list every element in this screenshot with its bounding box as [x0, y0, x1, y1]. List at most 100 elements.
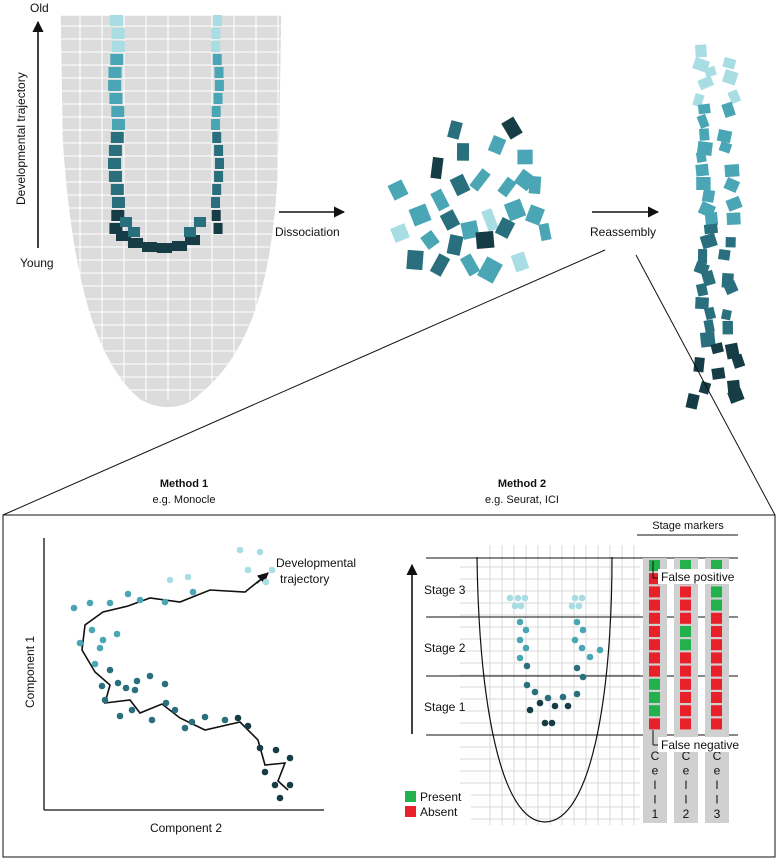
marker-absent-square	[711, 626, 722, 637]
axis-title: Developmental trajectory	[14, 72, 28, 205]
vascular-cell	[184, 227, 196, 237]
marker-absent-square	[649, 612, 660, 624]
method1-point	[113, 630, 121, 638]
vascular-cell	[116, 231, 131, 241]
reassembled-cell	[699, 331, 716, 348]
method2-point	[573, 618, 581, 626]
marker-absent-square	[649, 665, 660, 677]
vascular-cell	[213, 93, 223, 104]
dissociated-cell	[501, 116, 523, 140]
marker-absent-square	[680, 678, 691, 690]
false-positive-label: False positive	[661, 570, 735, 584]
vascular-cell	[110, 184, 124, 195]
method2-title: Method 2	[498, 478, 546, 490]
reassembled-cell	[697, 248, 708, 264]
reassembled-cell	[696, 113, 710, 129]
cell-label-letter: l	[685, 793, 688, 807]
method1-point	[272, 746, 280, 754]
method1-point	[161, 598, 169, 606]
dissociated-cell	[387, 179, 409, 201]
reassembled-cell	[700, 269, 716, 287]
method2-point	[573, 664, 581, 672]
vascular-cell	[214, 80, 224, 91]
reassembled-cell	[718, 141, 733, 154]
vascular-cell	[211, 106, 221, 117]
dissociated-cell	[446, 234, 464, 256]
method2-point	[579, 626, 587, 634]
marker-absent-square	[680, 718, 691, 730]
vascular-cell	[213, 15, 222, 26]
dissociated-cell	[430, 156, 444, 180]
reassembled-cell	[725, 195, 743, 212]
marker-absent-square	[649, 639, 660, 651]
marker-absent-square	[680, 705, 691, 717]
vascular-cell	[111, 28, 125, 39]
dissociated-cell	[449, 173, 471, 197]
method1-point	[99, 636, 107, 644]
method2-point	[548, 719, 556, 727]
reassembled-cell	[724, 164, 740, 178]
reassembled-cell	[696, 176, 711, 190]
legend-present-label: Present	[420, 790, 462, 804]
method2-point	[596, 646, 604, 654]
method2-point	[514, 594, 522, 602]
vascular-cell	[211, 41, 221, 52]
method1-point	[116, 712, 124, 720]
dissociated-cell	[460, 220, 480, 240]
vascular-cell	[111, 41, 125, 52]
cell-label-letter: C	[713, 749, 722, 763]
stage3-label: Stage 3	[424, 583, 466, 597]
vascular-cell	[212, 184, 222, 195]
method1-point	[146, 672, 154, 680]
method2-point	[571, 636, 579, 644]
legend-absent-label: Absent	[420, 805, 458, 819]
marker-absent-square	[649, 718, 660, 730]
method2-point	[516, 654, 524, 662]
dissociated-cell	[487, 134, 507, 156]
method1-title: Method 1	[160, 478, 208, 490]
cell-label-letter: 3	[714, 807, 721, 821]
reassembled-cell	[703, 65, 717, 78]
vascular-cell	[214, 145, 224, 156]
reassembled-cell	[699, 128, 710, 141]
reassembly-label: Reassembly	[590, 225, 656, 239]
stage1-label: Stage 1	[424, 700, 466, 714]
legend-absent-swatch	[405, 806, 416, 817]
dissociated-cell	[406, 249, 424, 271]
method1-point	[276, 794, 284, 802]
method1-point	[86, 599, 94, 607]
dissociated-cell	[525, 204, 545, 226]
method1-point	[201, 713, 209, 721]
reassembled-cell	[704, 211, 719, 226]
dissociated-cell	[538, 222, 552, 242]
method1-point	[96, 644, 104, 652]
vascular-cell	[157, 243, 172, 253]
reassembled-cell	[695, 44, 707, 58]
method2-panel: Method 2 e.g. Seurat, ICI Stage 3 Stage …	[397, 478, 753, 825]
method2-point	[575, 602, 583, 610]
developmental-axis: Old Young Developmental trajectory	[14, 1, 54, 270]
method1-point	[88, 626, 96, 634]
method2-subtitle: e.g. Seurat, ICI	[485, 494, 559, 506]
method2-point	[523, 662, 531, 670]
vascular-cell	[120, 217, 132, 227]
reassembled-cell	[711, 367, 726, 380]
method1-point	[268, 566, 276, 574]
marker-present-square	[649, 560, 660, 571]
method1-point	[76, 639, 84, 647]
method1-point	[148, 716, 156, 724]
reassembled-cell	[722, 320, 733, 335]
vascular-cell	[110, 54, 124, 65]
method1-point	[124, 590, 132, 598]
reassembled-cell	[723, 177, 741, 194]
marker-present-square	[649, 678, 660, 690]
axis-bottom-label: Young	[20, 256, 54, 270]
dissociated-cell	[408, 203, 432, 227]
zoom-line-right	[635, 254, 776, 516]
reassembled-cell	[697, 103, 711, 115]
dissociated-cell	[475, 230, 495, 250]
vascular-cell	[108, 80, 122, 91]
method2-point	[531, 688, 539, 696]
vascular-cell	[111, 119, 125, 130]
method2-point	[521, 594, 529, 602]
